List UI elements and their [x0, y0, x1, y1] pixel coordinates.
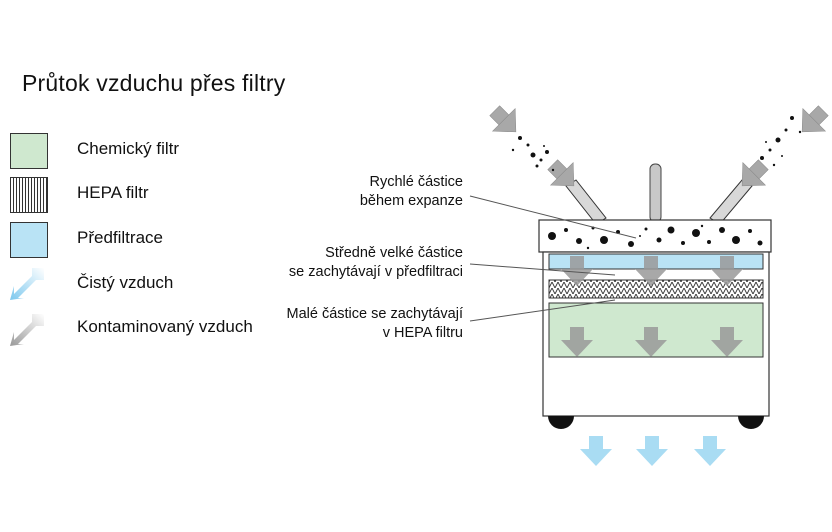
legend-label-prefiltration: Předfiltrace [77, 228, 163, 247]
chemical-filter-swatch [10, 133, 48, 169]
annotation-small-particles: Malé částice se zachytávají v HEPA filtr… [286, 306, 464, 341]
contaminated-air-arrow-icon [10, 314, 44, 346]
hepa-filter-layer [548, 279, 764, 299]
legend-label-hepa-filter: HEPA filtr [77, 183, 149, 202]
left-wheel [548, 416, 574, 429]
legend-label-contaminated-air: Kontaminovaný vzduch [77, 317, 253, 336]
legend-label-chemical-filter: Chemický filtr [77, 139, 180, 158]
expansion-chamber [538, 219, 772, 253]
annotation-leaders [469, 195, 637, 322]
annotation-fast-particles: Rychlé částice během expanze [359, 174, 463, 209]
left-inlet-tube [565, 179, 607, 225]
hepa-filter-swatch [10, 177, 48, 213]
diagram-title: Průtok vzduchu přes filtry [22, 70, 286, 96]
incoming-particles [511, 116, 802, 172]
chamber-particles [548, 224, 763, 250]
legend-label-clean-air: Čistý vzduch [77, 273, 174, 292]
outflow-arrows [580, 436, 726, 466]
prefiltration-swatch [10, 222, 48, 258]
right-wheel [738, 416, 764, 429]
annotation-medium-particles: Středně velké částice se zachytávají v p… [288, 245, 463, 280]
central-rod [649, 163, 662, 223]
right-inlet-tube [709, 179, 753, 225]
clean-air-arrow-icon [10, 268, 44, 300]
